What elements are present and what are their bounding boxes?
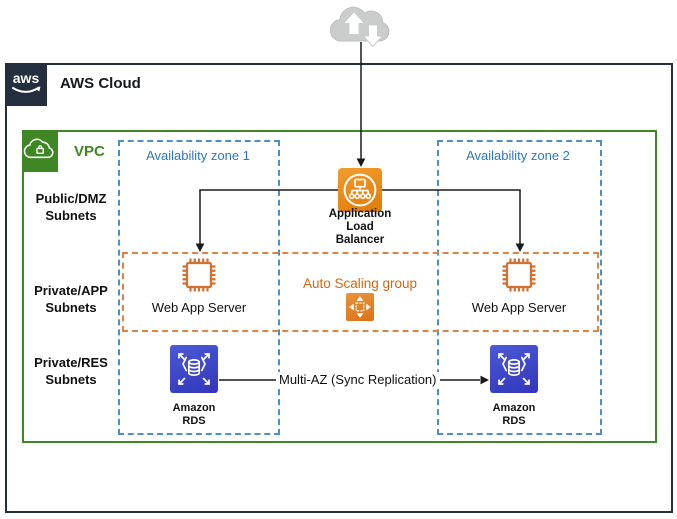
web-app-server-label-az1: Web App Server [151, 300, 247, 315]
arrowhead-down-web1 [195, 243, 205, 252]
rds-label-line: Amazon [492, 402, 536, 414]
alb-label-line: Application [328, 208, 392, 220]
lock-icon [38, 145, 43, 149]
arrowhead-right-rds [480, 375, 489, 385]
alb-to-web1-line [199, 189, 338, 244]
multi-az-replication-label: Multi-AZ (Sync Replication) [276, 372, 440, 387]
vpc-icon [22, 130, 58, 172]
database-icon [507, 359, 521, 365]
rds-label-line: RDS [182, 415, 206, 427]
availability-zone-2-boundary [437, 140, 602, 435]
auto-scaling-group-label: Auto Scaling group [302, 276, 418, 291]
web-app-server-icon-az2 [502, 258, 536, 292]
application-load-balancer-icon [338, 168, 382, 212]
arrowhead-down-alb [356, 158, 366, 167]
application-load-balancer-label: Application Load Balancer [310, 208, 410, 247]
availability-zone-1-label: Availability zone 1 [146, 148, 250, 163]
auto-scaling-group-boundary [122, 252, 599, 332]
internet-cloud-icon [329, 6, 390, 48]
subnet-label-line: Private/APP [34, 283, 108, 298]
rds-label-line: RDS [502, 415, 526, 427]
aws-logo-text: aws [13, 70, 40, 86]
web-app-server-label-az2: Web App Server [471, 300, 567, 315]
subnet-label-private-res: Private/RES Subnets [21, 354, 121, 388]
vpc-container [22, 130, 657, 443]
availability-zone-2-label: Availability zone 2 [466, 148, 570, 163]
subnet-label-line: Subnets [45, 300, 97, 315]
aws-cloud-label: AWS Cloud [60, 75, 141, 92]
auto-scaling-group-icon [346, 293, 374, 321]
subnet-label-line: Subnets [45, 372, 97, 387]
subnet-label-public-dmz: Public/DMZ Subnets [21, 190, 121, 224]
alb-to-web2-line [382, 189, 521, 244]
vpc-label: VPC [74, 143, 105, 160]
amazon-rds-icon-az1 [170, 345, 218, 393]
subnet-label-line: Private/RES [34, 355, 108, 370]
web-app-server-icon-az1 [182, 258, 216, 292]
amazon-rds-icon-az2 [490, 345, 538, 393]
alb-label-line: Load [346, 221, 374, 233]
amazon-rds-label-az2: Amazon RDS [474, 402, 554, 428]
subnet-label-line: Subnets [45, 208, 97, 223]
rds-label-line: Amazon [172, 402, 216, 414]
subnet-label-private-app: Private/APP Subnets [21, 282, 121, 316]
aws-cloud-container [5, 63, 673, 513]
amazon-rds-label-az1: Amazon RDS [154, 402, 234, 428]
availability-zone-1-boundary [118, 140, 280, 435]
arrowhead-down-web2 [515, 243, 525, 252]
subnet-label-line: Public/DMZ [35, 191, 107, 206]
aws-logo-swoosh [12, 86, 40, 93]
database-icon [187, 359, 201, 365]
aws-logo: aws [5, 63, 47, 106]
alb-label-line: Balancer [335, 234, 385, 246]
